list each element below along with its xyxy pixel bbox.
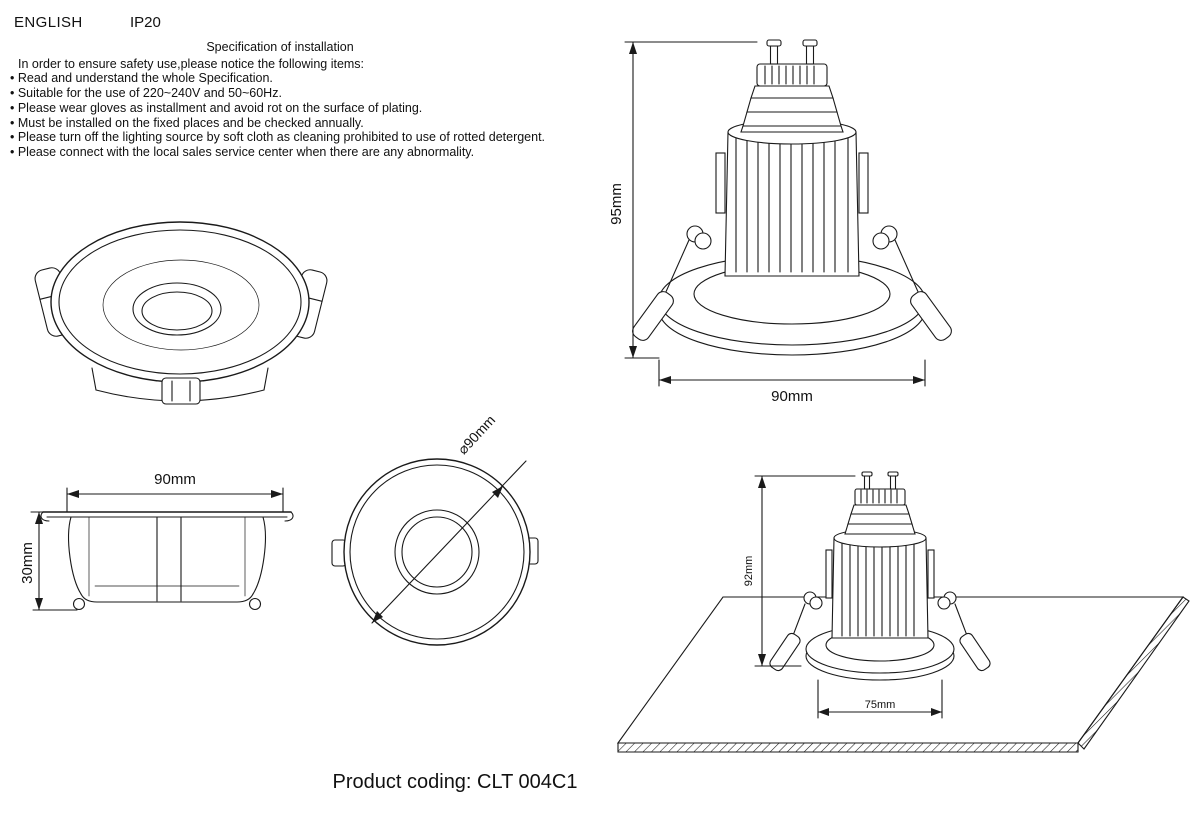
connector-tab [161, 377, 201, 405]
front-width-label: 90mm [771, 388, 813, 405]
spec-title: Specification of installation [206, 40, 354, 54]
drawing-front-view: 95mm 90mm [608, 39, 952, 405]
side-height-label: 30mm [19, 542, 36, 584]
dimension-cutout: 75mm [817, 679, 943, 719]
front-height-label: 95mm [608, 183, 625, 225]
install-height-label: 92mm [743, 556, 755, 587]
dimension-width: 90mm [658, 359, 926, 405]
gu10-pin-left [861, 471, 873, 490]
side-tabs [331, 537, 539, 567]
specification-block: Specification of installation In order t… [10, 40, 650, 160]
top-diameter-label: ⌀90mm [454, 412, 498, 458]
gu10-pin-right [802, 39, 818, 65]
drawing-installation-view: 92mm 75mm [616, 471, 1190, 753]
spring-right [937, 591, 991, 672]
gu10-pin-left [766, 39, 782, 65]
spec-item: • Suitable for the use of 220~240V and 5… [10, 86, 282, 101]
spec-item: • Please turn off the lighting source by… [10, 130, 546, 145]
drawing-perspective-view [34, 221, 328, 405]
dimension-height: 92mm [743, 475, 856, 667]
trim-ring [50, 221, 310, 383]
spec-intro: In order to ensure safety use,please not… [18, 56, 365, 71]
dimension-height: 95mm [608, 41, 758, 359]
drawing-side-view: 90mm 30mm [19, 471, 294, 611]
spec-item: • Must be installed on the fixed places … [10, 115, 364, 130]
gu10-lamp [844, 471, 916, 535]
trim-profile [40, 511, 294, 611]
gu10-lamp [740, 39, 844, 133]
ip-rating-label: IP20 [130, 14, 161, 31]
language-label: ENGLISH [14, 14, 83, 31]
spec-item: • Read and understand the whole Specific… [10, 71, 273, 86]
spring-left [769, 591, 823, 672]
product-coding: Product coding: CLT 004C1 [332, 771, 578, 793]
spec-item: • Please wear gloves as installment and … [10, 100, 423, 115]
spec-item: • Please connect with the local sales se… [10, 144, 475, 159]
drawing-top-view: ⌀90mm [331, 412, 539, 646]
heatsink [825, 528, 935, 639]
spring-right [872, 225, 952, 341]
side-width-label: 90mm [154, 471, 196, 488]
install-cutout-label: 75mm [865, 699, 896, 711]
spring-left [632, 225, 712, 341]
trim-ring [658, 254, 926, 356]
dimension-height: 30mm [19, 511, 78, 611]
heatsink [715, 119, 869, 277]
gu10-pin-right [887, 471, 899, 490]
dimension-width: 90mm [66, 471, 284, 513]
